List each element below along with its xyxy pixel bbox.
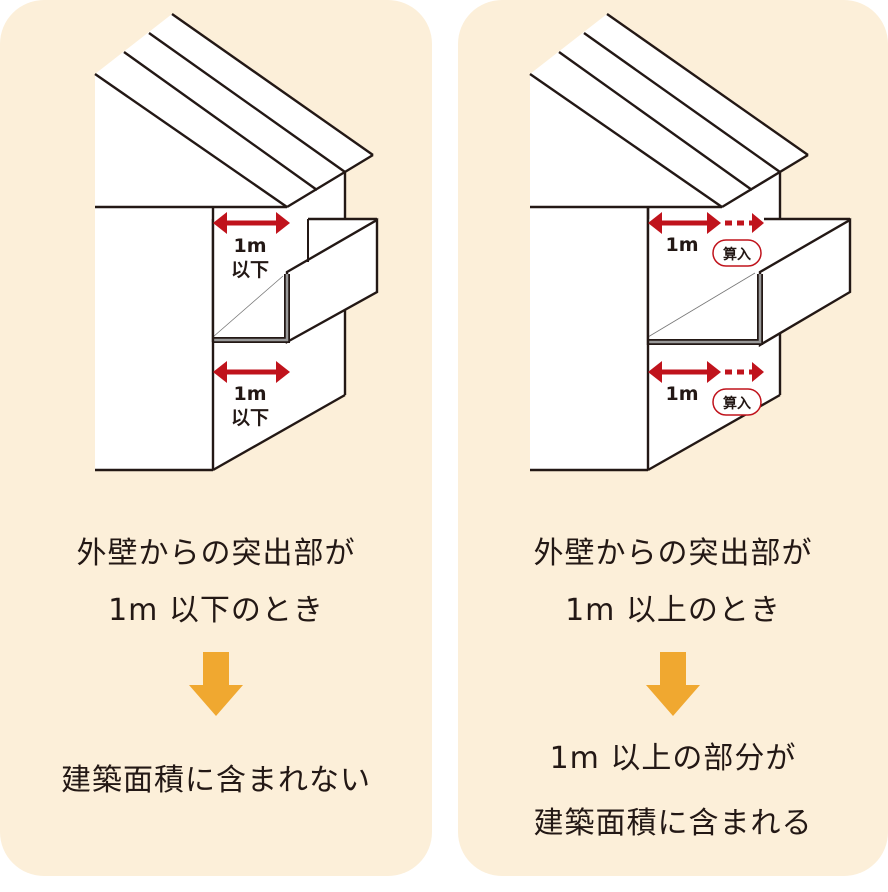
left-result: 建築面積に含まれない [61,763,371,798]
dim-note: 以下 [231,407,269,429]
dim-value: 1m [665,383,698,405]
down-arrow-icon [646,652,700,716]
badge-outline [712,388,762,416]
balcony-left [211,217,379,345]
included-badge: 算入 [723,395,751,412]
dimension-arrow-right-bottom [648,361,764,383]
badge-outline [712,239,762,267]
balcony-right [646,207,852,348]
left-caption-line1: 外壁からの突出部が [76,536,356,571]
right-result-line2: 建築面積に含まれる [533,806,813,841]
dim-value: 1m [665,234,698,256]
dimension-arrow-right-top [648,212,764,234]
dim-note: 以下 [231,259,269,281]
right-result-line1: 1m 以上の部分が [549,741,797,776]
dim-value: 1m [233,235,266,257]
dimension-arrow-left-top [213,212,290,234]
left-caption-line2: 1m 以下のとき [108,593,324,628]
dim-value: 1m [233,383,266,405]
down-arrow-icon [189,652,243,716]
right-caption-line2: 1m 以上のとき [565,593,781,628]
dimension-arrow-left-bottom [213,361,290,383]
right-caption-line1: 外壁からの突出部が [533,536,813,571]
included-badge: 算入 [723,246,751,263]
